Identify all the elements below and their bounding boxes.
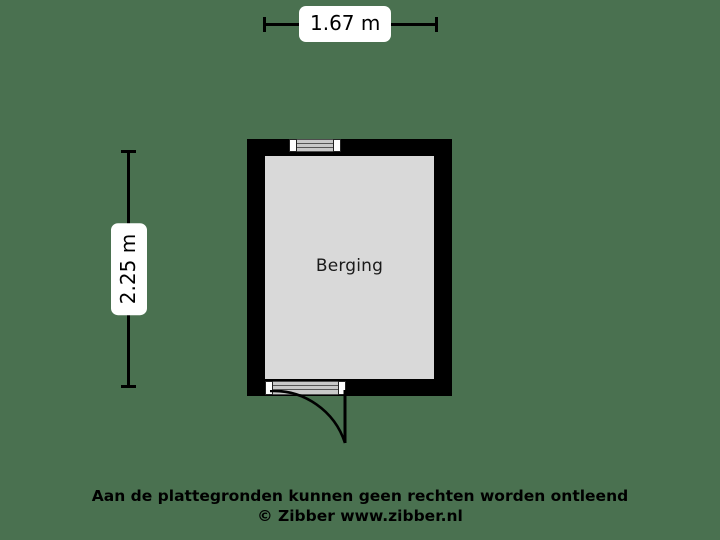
door-bottom-mullion-2 bbox=[265, 389, 346, 390]
dimension-width-label: 1.67 m bbox=[299, 6, 392, 42]
room-label: Berging bbox=[315, 256, 384, 276]
window-top-mullion-2 bbox=[289, 147, 341, 148]
door-arc bbox=[269, 389, 347, 444]
door-swing-arc bbox=[255, 389, 365, 452]
footer-disclaimer: Aan de plattegronden kunnen geen rechten… bbox=[91, 487, 629, 505]
door-swing-svg bbox=[269, 389, 347, 444]
window-top-frame bbox=[289, 139, 341, 152]
dimension-width-tick-left bbox=[263, 17, 266, 32]
room-berging: Berging bbox=[247, 139, 452, 396]
dimension-height-tick-bottom bbox=[121, 385, 136, 388]
door-bottom-cap-left bbox=[265, 381, 273, 395]
door-bottom-mullion-1 bbox=[265, 385, 346, 386]
room-floor bbox=[265, 156, 434, 379]
window-top-cap-left bbox=[289, 139, 297, 152]
window-top-cap-right bbox=[333, 139, 341, 152]
footer: Aan de plattegronden kunnen geen rechten… bbox=[0, 486, 720, 526]
dimension-height-tick-top bbox=[121, 150, 136, 153]
window-top bbox=[289, 139, 341, 152]
window-top-mullion-1 bbox=[289, 143, 341, 144]
dimension-height: 2.25 m bbox=[111, 150, 147, 388]
dimension-width-tick-right bbox=[435, 17, 438, 32]
dimension-height-label: 2.25 m bbox=[111, 222, 147, 316]
footer-copyright: © Zibber www.zibber.nl bbox=[257, 507, 463, 525]
dimension-width: 1.67 m bbox=[263, 6, 438, 42]
door-bottom-cap-right bbox=[338, 381, 346, 395]
